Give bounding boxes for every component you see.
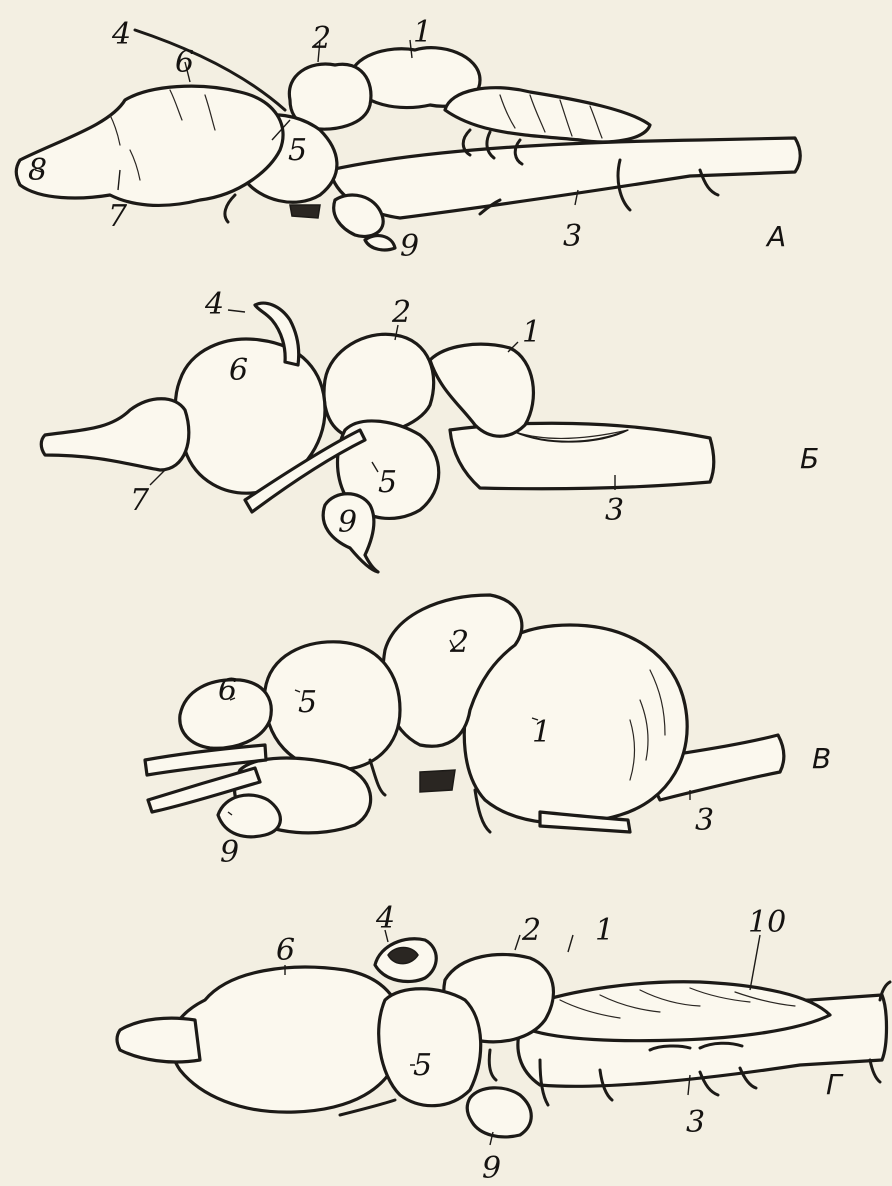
panel-a-label-1: 1 — [413, 15, 432, 50]
panel-b-drawing — [41, 303, 714, 572]
panel-g-olfactory-bulb — [117, 1018, 200, 1062]
panel-g-drawing — [117, 939, 890, 1137]
panel-g-label-2: 2 — [521, 913, 541, 948]
panel-v-label-3: 3 — [695, 803, 714, 838]
panel-a-label-6: 6 — [175, 45, 194, 80]
panel-b-label-1: 1 — [522, 315, 541, 350]
panel-v-label-9: 9 — [220, 835, 239, 870]
panel-b-cerebellum — [430, 344, 533, 436]
panel-a-label-4: 4 — [111, 17, 131, 52]
panel-a-letter: А — [765, 220, 786, 253]
panel-b-label-7: 7 — [130, 483, 150, 518]
panel-a-label-2: 2 — [311, 21, 331, 56]
panel-v-diencephalon — [265, 642, 400, 770]
panel-v-label-1: 1 — [532, 715, 551, 750]
panel-a-medulla — [330, 138, 800, 218]
panel-g-pituitary — [467, 1088, 531, 1137]
panel-v-pituitary — [218, 795, 280, 837]
panel-a-label-9: 9 — [400, 229, 419, 264]
panel-v-label-2: 2 — [449, 625, 469, 660]
panel-a-drawing — [16, 30, 800, 250]
panel-g-hemisphere — [171, 967, 403, 1112]
panel-v-label-6: 6 — [218, 673, 237, 708]
panel-g-label-9: 9 — [482, 1151, 501, 1186]
panel-g-label-5: 5 — [413, 1048, 432, 1083]
panel-g-label-4: 4 — [375, 901, 395, 936]
panel-v-letter: В — [812, 742, 831, 775]
panel-b-olfactory-tract — [41, 399, 189, 470]
panel-b-label-3: 3 — [605, 493, 624, 528]
panel-g-label-1: 1 — [595, 913, 614, 948]
panel-a-label-5: 5 — [288, 133, 307, 168]
panel-g-label-10: 10 — [748, 905, 786, 940]
panel-b-label-5: 5 — [378, 465, 397, 500]
panel-g-letter: Г — [826, 1068, 844, 1101]
panel-a-label-8: 8 — [28, 153, 47, 188]
panel-a-label-7: 7 — [108, 199, 128, 234]
panel-a-posterior-lobe — [445, 88, 650, 142]
panel-a-label-3: 3 — [563, 219, 582, 254]
panel-g-label-6: 6 — [276, 933, 295, 968]
panel-b-label-6: 6 — [229, 353, 248, 388]
panel-g-label-3: 3 — [686, 1105, 705, 1140]
panel-b-letter: Б — [800, 442, 819, 475]
panel-v-label-5: 5 — [298, 685, 317, 720]
panel-b-label-2: 2 — [391, 295, 411, 330]
panel-b-label-4: 4 — [204, 287, 224, 322]
panel-a-forebrain — [16, 86, 283, 205]
panel-b-label-9: 9 — [338, 505, 357, 540]
